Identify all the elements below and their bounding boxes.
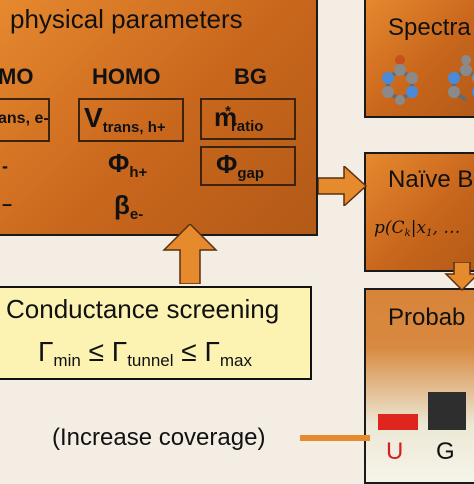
gamma-max-sub: max bbox=[219, 351, 252, 371]
arrow-feedback-line bbox=[300, 435, 370, 441]
arrow-up-to-physical bbox=[162, 224, 218, 284]
spectra-box: Spectra bbox=[364, 0, 474, 118]
beta-e-sub: e- bbox=[129, 205, 144, 223]
parameter-phigap: Φgap bbox=[216, 149, 265, 182]
formula-x: |x bbox=[410, 218, 427, 238]
naive-bayes-box: Naïve B p(Ck|x1, … bbox=[364, 152, 474, 272]
arrow-right-to-naive bbox=[318, 166, 368, 206]
gamma-tunnel: Γ bbox=[111, 336, 128, 367]
label-u: U bbox=[386, 438, 404, 465]
probability-title: Probab bbox=[388, 304, 466, 331]
probability-box: Probab U G bbox=[364, 288, 474, 484]
conductance-screening-box: Conductance screening Γmin ≤ Γtunnel ≤ Γ… bbox=[0, 286, 312, 380]
molecule-2 bbox=[448, 55, 474, 102]
parameter-mratio: m*ratio bbox=[214, 102, 264, 135]
parameter-box-phigap bbox=[200, 146, 296, 186]
formula-p: p(C bbox=[374, 218, 405, 238]
bar-g bbox=[428, 392, 466, 430]
increase-coverage-label: (Increase coverage) bbox=[52, 424, 266, 451]
physical-parameters-title: physical parameters bbox=[10, 4, 243, 34]
parameter-box-vtrans bbox=[78, 98, 184, 142]
parameter-beta-e: βe- bbox=[114, 190, 144, 223]
gamma-tunnel-sub: tunnel bbox=[127, 351, 174, 371]
spectra-title: Spectra bbox=[388, 14, 471, 41]
conductance-title: Conductance screening bbox=[6, 294, 280, 324]
parameter-box-mratio bbox=[200, 98, 296, 140]
beta-e-main: β bbox=[114, 190, 130, 220]
physical-parameters-box: physical parameters MO HOMO BG ans, e- -… bbox=[0, 0, 318, 236]
bar-u bbox=[378, 414, 418, 430]
parameter-col1-row2: - bbox=[2, 156, 8, 176]
formula-k: k bbox=[404, 228, 411, 240]
column-header-bg: BG bbox=[234, 64, 267, 89]
gamma-min: Γ bbox=[38, 336, 54, 367]
column-header-mo: MO bbox=[0, 64, 34, 89]
parameter-phi-h: Φh+ bbox=[108, 148, 148, 181]
naive-title: Naïve B bbox=[388, 166, 474, 193]
mratio-sub: ratio bbox=[230, 117, 264, 135]
mratio-main: m bbox=[214, 102, 238, 132]
parameter-col1-row3: – bbox=[2, 194, 13, 214]
molecule-1 bbox=[382, 55, 418, 105]
vtrans-main: V bbox=[84, 102, 103, 133]
leq-2: ≤ bbox=[173, 336, 205, 367]
column-header-homo: HOMO bbox=[92, 64, 161, 89]
phigap-sub: gap bbox=[237, 164, 265, 182]
parameter-col1-row1: ans, e- bbox=[0, 110, 49, 127]
gamma-min-sub: min bbox=[53, 351, 81, 371]
naive-formula: p(Ck|x1, … bbox=[374, 218, 461, 240]
mratio-sup: * bbox=[225, 102, 231, 120]
formula-end: , … bbox=[432, 218, 461, 238]
phi-h-sub: h+ bbox=[129, 163, 148, 181]
phigap-main: Φ bbox=[216, 149, 238, 179]
gamma-max: Γ bbox=[204, 336, 220, 367]
parameter-vtrans: Vtrans, h+ bbox=[84, 102, 166, 136]
vtrans-sub: trans, h+ bbox=[102, 118, 166, 136]
phi-h-main: Φ bbox=[108, 148, 130, 178]
formula-1: 1 bbox=[426, 228, 433, 240]
label-g: G bbox=[436, 438, 455, 465]
leq-1: ≤ bbox=[80, 336, 112, 367]
parameter-box-col1 bbox=[0, 98, 50, 142]
arrow-down-to-probability bbox=[444, 262, 474, 292]
molecule-icon bbox=[382, 55, 474, 105]
conductance-inequality: Γmin ≤ Γtunnel ≤ Γmax bbox=[38, 336, 252, 371]
